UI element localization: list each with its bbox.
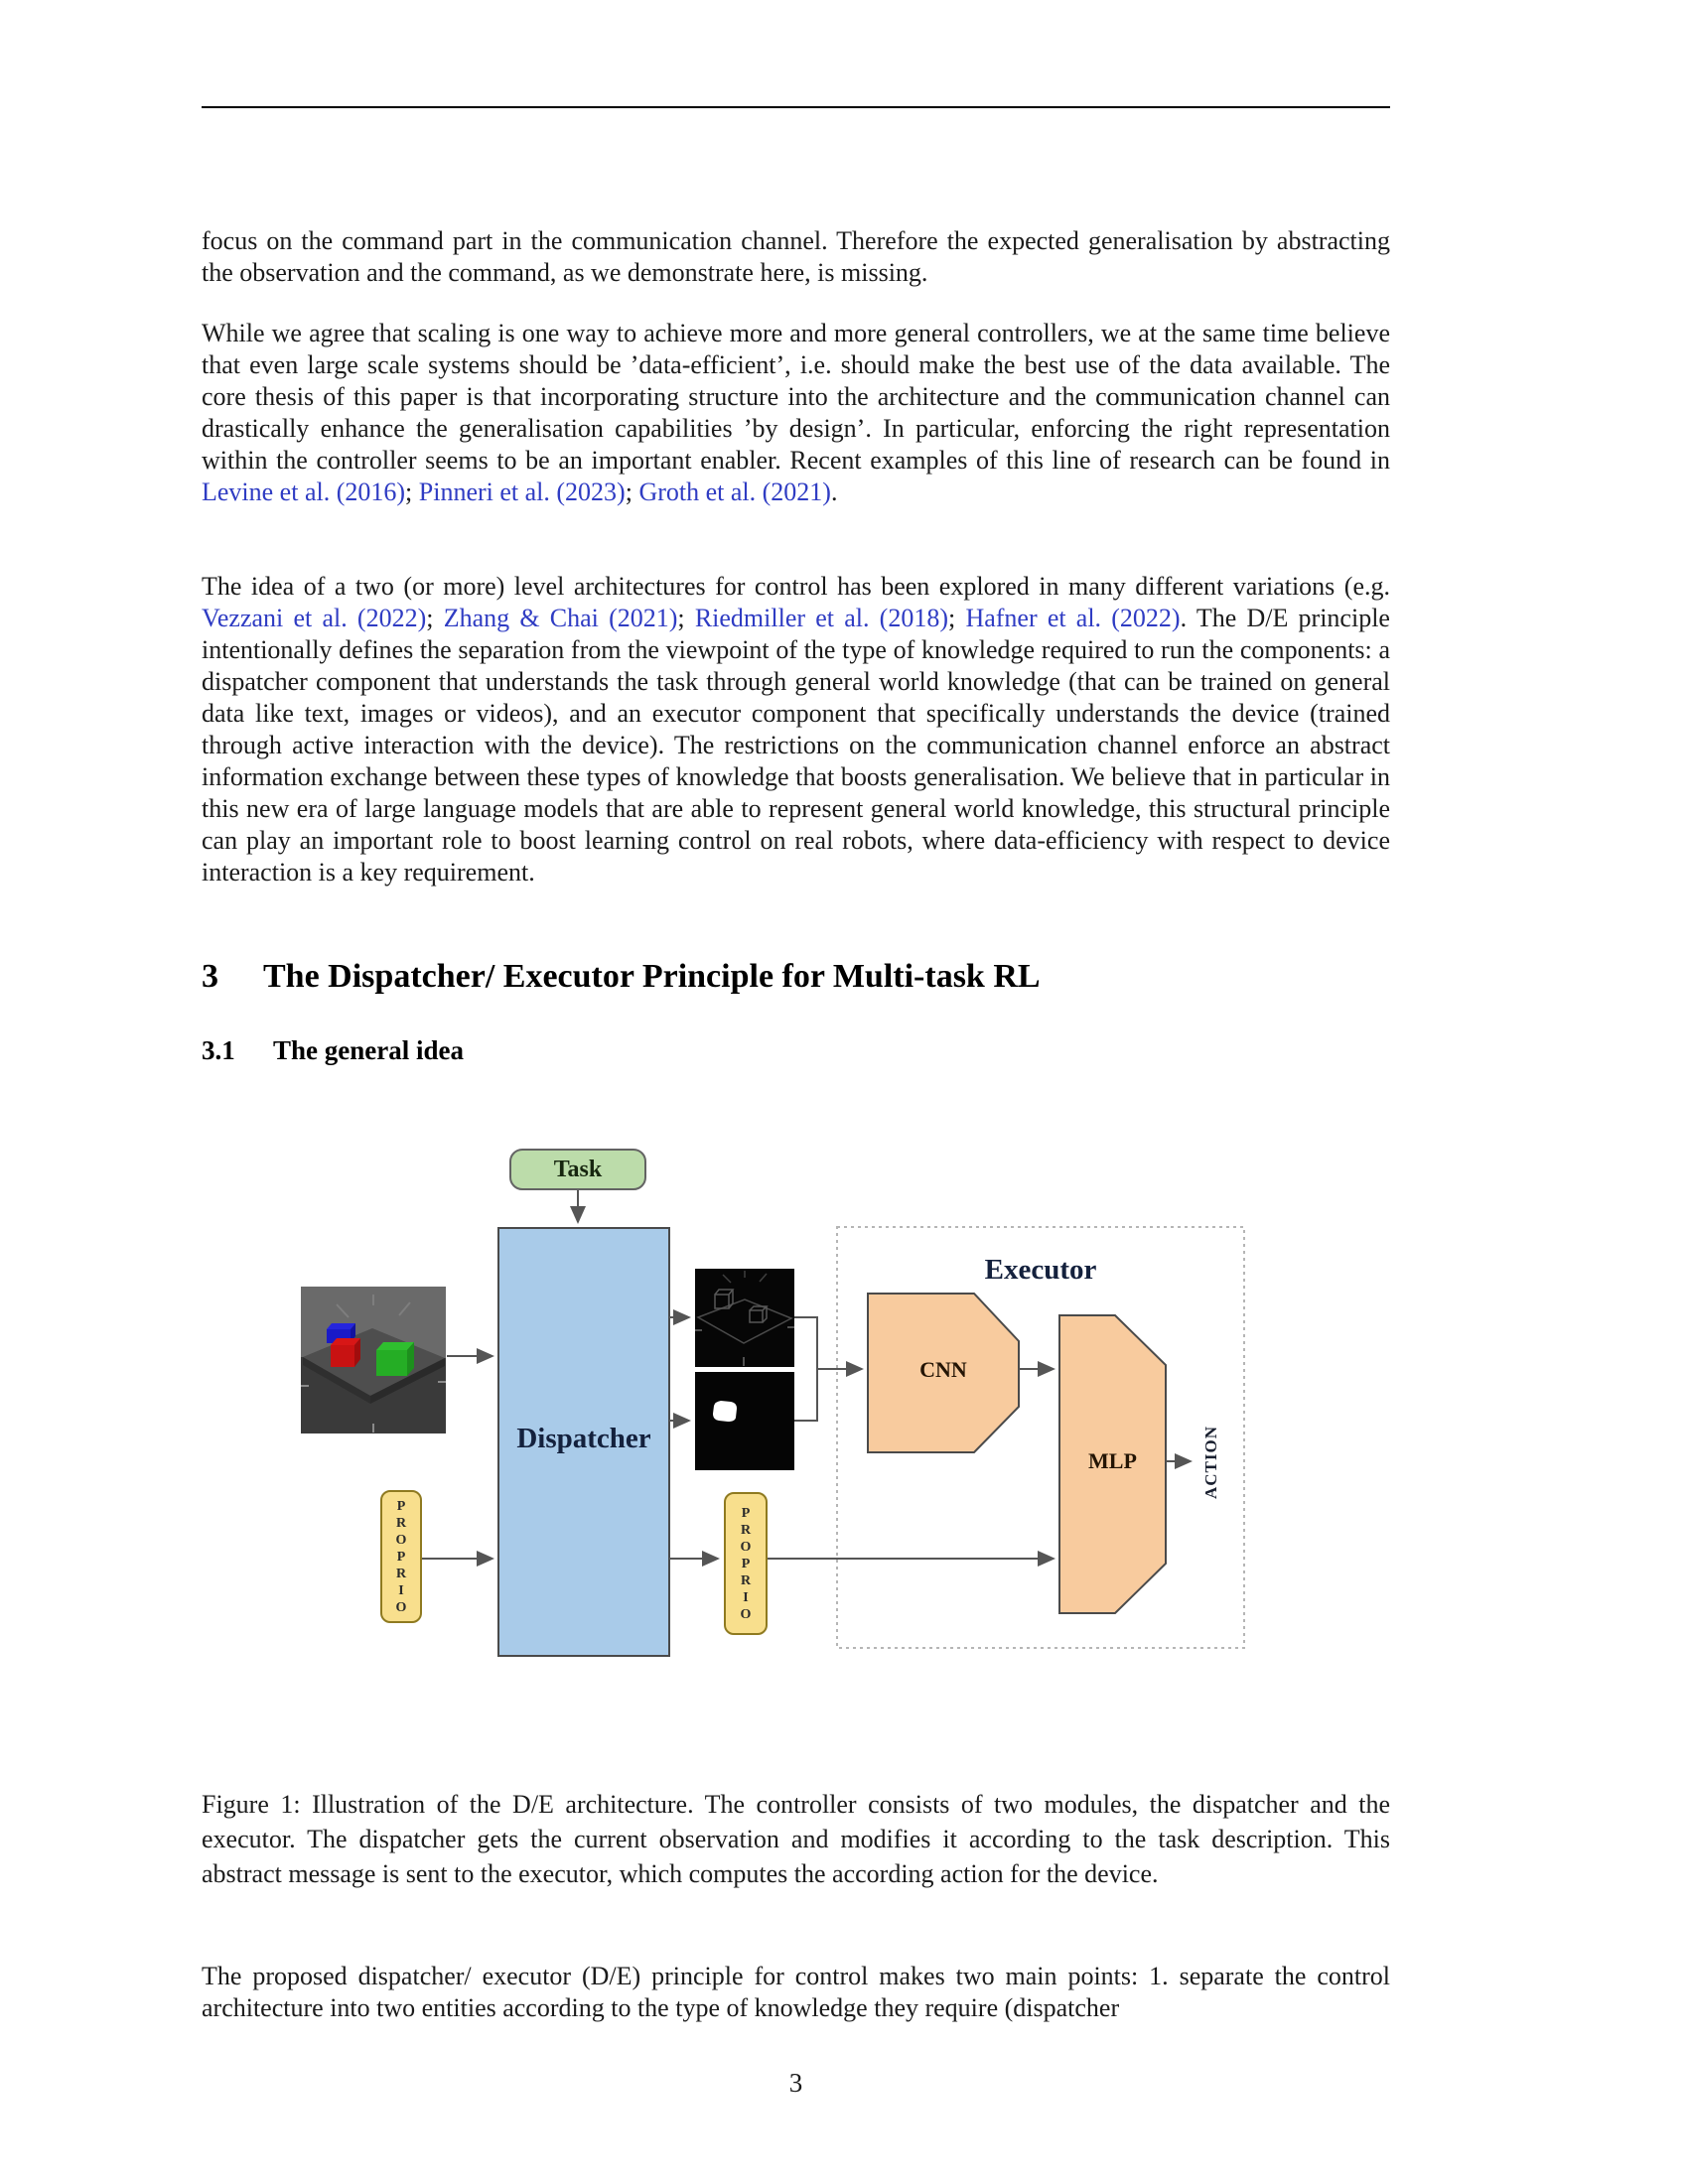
cnn-label: CNN [919,1357,967,1382]
mask-image [695,1372,794,1470]
observation-image [301,1287,446,1433]
subsection-heading: 3.1 The general idea [202,1035,1390,1066]
citation-link[interactable]: Groth et al. (2021) [638,478,831,506]
action-label: ACTION [1201,1426,1220,1500]
body-text: ; [426,604,444,632]
figure-caption: Figure 1: Illustration of the D/E archit… [202,1790,1390,1888]
red-cube [331,1338,360,1367]
body-text: ; [625,478,639,506]
body-text: While we agree that scaling is one way t… [202,319,1390,475]
section-number: 3 [202,958,218,995]
proprio-letter: O [740,1539,752,1555]
edge-image [695,1269,794,1367]
body-text: The idea of a two (or more) level archit… [202,572,1390,601]
executor-container [836,1226,1245,1649]
body-text: . The D/E principle intentionally define… [202,604,1390,887]
proprio-letter: O [395,1599,407,1615]
body-text: ; [405,478,419,506]
green-cube [376,1342,414,1376]
paragraph-2: While we agree that scaling is one way t… [202,318,1390,508]
executor-label: Executor [984,1253,1097,1286]
citation-link[interactable]: Zhang & Chai (2021) [443,604,678,632]
mask-blob [713,1401,737,1422]
mlp-module [1058,1314,1167,1614]
proprio-letter: O [395,1532,407,1548]
section-heading: 3 The Dispatcher/ Executor Principle for … [202,958,1390,996]
proprio-letter: R [395,1566,407,1581]
proprio-letter: P [396,1498,406,1514]
dispatcher-box [497,1227,670,1657]
mlp-label: MLP [1088,1448,1137,1473]
proprio-letter: I [743,1589,749,1605]
figure-canvas [301,1149,1245,1657]
subsection-number: 3.1 [202,1035,235,1065]
body-text: . [830,478,838,506]
citation-link[interactable]: Vezzani et al. (2022) [202,604,427,632]
proprio-letter: I [398,1582,404,1598]
task-label: Task [553,1156,603,1182]
proprio-letter: R [740,1522,752,1538]
citation-link[interactable]: Levine et al. (2016) [202,478,406,506]
page-number: 3 [788,2068,803,2098]
paragraph-3: The idea of a two (or more) level archit… [202,571,1390,888]
cnn-module [867,1293,1020,1453]
citation-link[interactable]: Pinneri et al. (2023) [418,478,626,506]
proprio-letter: R [740,1572,752,1588]
task-box [509,1149,646,1190]
figure-1-diagram: Task Dispatcher Executor CNN MLP ACTION … [298,1147,1251,1658]
body-text: ; [677,604,695,632]
subsection-title: The general idea [273,1035,464,1065]
citation-link[interactable]: Riedmiller et al. (2018) [694,604,948,632]
header-rule [202,106,1390,108]
proprio-letter: P [396,1549,406,1565]
proprio-letter: P [741,1505,751,1521]
paragraph-4: The proposed dispatcher/ executor (D/E) … [202,1961,1390,2024]
citation-link[interactable]: Hafner et al. (2022) [965,604,1181,632]
paragraph-1: focus on the command part in the communi… [202,225,1390,289]
proprio-letter: P [741,1556,751,1571]
body-text: ; [948,604,966,632]
dispatcher-label: Dispatcher [516,1422,651,1454]
body-text: The proposed dispatcher/ executor (D/E) … [202,1962,1390,2022]
section-title: The Dispatcher/ Executor Principle for M… [263,958,1041,995]
proprio-letter: O [740,1606,752,1622]
body-text: focus on the command part in the communi… [202,226,1390,287]
proprio-letter: R [395,1515,407,1531]
figure-arrows [418,1190,1193,1567]
